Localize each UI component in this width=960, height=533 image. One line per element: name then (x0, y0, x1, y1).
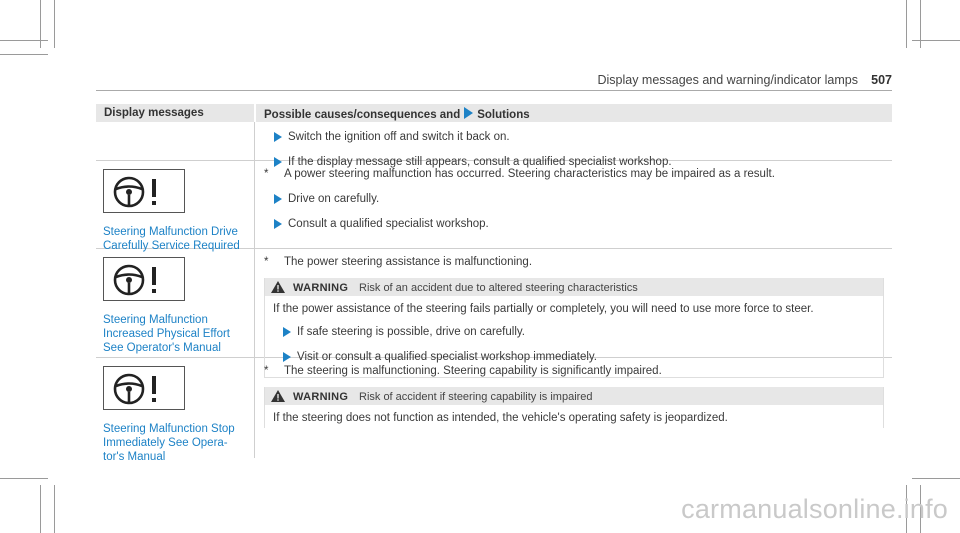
crop-mark (912, 40, 960, 41)
footnote-star: * (264, 168, 269, 180)
table-header: Display messages Possible causes/consequ… (96, 104, 892, 122)
symbol-box (103, 257, 185, 301)
crop-mark (920, 485, 921, 533)
action-text: Visit or consult a qualified specialist … (297, 351, 597, 363)
action-item: If the display message still appears, co… (264, 155, 884, 170)
footnote-star: * (264, 365, 269, 377)
action-text: Consult a qualified specialist workshop. (288, 218, 489, 230)
action-item: If safe steering is possible, drive on c… (273, 325, 875, 340)
causes-cell: * The steering is malfunctioning. Steerin… (264, 364, 884, 434)
crop-mark (912, 478, 960, 479)
crop-mark (40, 485, 41, 533)
header-separator (254, 104, 256, 122)
crop-mark (54, 485, 55, 533)
column-divider (254, 358, 255, 458)
message-line: Increased Physical Effort (103, 328, 230, 340)
cause-note: * The steering is malfunctioning. Steerin… (264, 364, 884, 379)
warning-box: WARNING Risk of an accident due to alter… (264, 278, 884, 378)
warning-body: If the steering does not function as int… (265, 405, 883, 428)
warning-body: If the power assistance of the steering … (265, 296, 883, 377)
warning-text: If the power assistance of the steering … (273, 303, 814, 315)
page-number: 507 (871, 73, 892, 87)
steering-wheel-warning-icon (113, 176, 156, 208)
message-cell: Steering Malfunction Drive Carefully Ser… (103, 169, 248, 253)
message-line: Immediately See Opera- (103, 437, 228, 449)
message-cell: Steering Malfunction Stop Immediately Se… (103, 366, 248, 464)
display-messages-table: Display messages Possible causes/consequ… (96, 104, 892, 463)
crop-mark (906, 0, 907, 48)
crop-mark (0, 40, 48, 41)
action-triangle-icon (274, 132, 282, 142)
action-text: Switch the ignition off and switch it ba… (288, 131, 510, 143)
warning-description: Risk of accident if steering capability … (359, 391, 593, 403)
action-item: Switch the ignition off and switch it ba… (264, 130, 884, 145)
col-heading-display-messages: Display messages (104, 107, 204, 119)
column-divider (254, 249, 255, 357)
action-triangle-icon (464, 107, 474, 119)
warning-description: Risk of an accident due to altered steer… (359, 282, 638, 294)
symbol-box (103, 366, 185, 410)
action-triangle-icon (274, 219, 282, 229)
column-divider (254, 122, 255, 160)
table-row: Steering Malfunction Drive Carefully Ser… (96, 161, 892, 252)
crop-mark (920, 0, 921, 48)
warning-triangle-icon (271, 390, 285, 402)
crop-mark (0, 478, 48, 479)
footnote-star: * (264, 256, 269, 268)
col-heading-causes-text: Possible causes/consequences and (264, 109, 461, 121)
action-triangle-icon (274, 157, 282, 167)
warning-box: WARNING Risk of accident if steering cap… (264, 387, 884, 428)
warning-bar: WARNING Risk of an accident due to alter… (265, 278, 883, 296)
crop-mark (40, 0, 41, 48)
table-row: Switch the ignition off and switch it ba… (96, 122, 892, 168)
display-message: Steering Malfunction Stop Immediately Se… (103, 422, 248, 464)
warning-triangle-icon (271, 281, 285, 293)
header-rule (96, 90, 892, 91)
action-item: Drive on carefully. (264, 192, 884, 207)
cause-text: A power steering malfunction has occurre… (284, 168, 775, 180)
warning-text: If the steering does not function as int… (273, 412, 728, 424)
message-line: See Operator's Manual (103, 342, 221, 354)
table-row: Steering Malfunction Increased Physical … (96, 249, 892, 378)
crop-mark (54, 0, 55, 48)
action-text: Drive on carefully. (288, 193, 380, 205)
warning-title: WARNING (293, 391, 349, 403)
section-title: Display messages and warning/indicator l… (597, 73, 858, 87)
message-line: Steering Malfunction Stop (103, 423, 235, 435)
watermark: carmanualsonline.info (681, 494, 948, 524)
cause-note: * A power steering malfunction has occurr… (264, 167, 884, 182)
warning-title: WARNING (293, 282, 349, 294)
page-header: Display messages and warning/indicator l… (590, 73, 892, 91)
action-item: Visit or consult a qualified specialist … (273, 350, 875, 365)
action-triangle-icon (274, 194, 282, 204)
cause-text: The power steering assistance is malfunc… (284, 256, 533, 268)
action-text: If the display message still appears, co… (288, 156, 672, 168)
column-divider (254, 161, 255, 248)
steering-wheel-warning-icon (113, 373, 156, 405)
action-triangle-icon (283, 327, 291, 337)
causes-cell: Switch the ignition off and switch it ba… (264, 130, 884, 180)
crop-mark (906, 485, 907, 533)
cause-text: The steering is malfunctioning. Steering… (284, 365, 662, 377)
message-line: Steering Malfunction (103, 314, 208, 326)
table-row: Steering Malfunction Stop Immediately Se… (96, 358, 892, 463)
message-cell: Steering Malfunction Increased Physical … (103, 257, 248, 355)
warning-bar: WARNING Risk of accident if steering cap… (265, 387, 883, 405)
symbol-box (103, 169, 185, 213)
cause-note: * The power steering assistance is malfun… (264, 255, 884, 270)
causes-cell: * The power steering assistance is malfun… (264, 255, 884, 384)
steering-wheel-warning-icon (113, 264, 156, 296)
action-triangle-icon (283, 352, 291, 362)
col-heading-causes: Possible causes/consequences and Solution… (264, 107, 530, 121)
action-text: If safe steering is possible, drive on c… (297, 326, 525, 338)
causes-cell: * A power steering malfunction has occurr… (264, 167, 884, 242)
action-item: Consult a qualified specialist workshop. (264, 217, 884, 232)
display-message: Steering Malfunction Drive Carefully Ser… (103, 226, 240, 252)
message-line: tor's Manual (103, 451, 166, 463)
display-message: Steering Malfunction Increased Physical … (103, 313, 248, 355)
col-heading-solutions: Solutions (477, 109, 530, 121)
crop-mark (0, 54, 48, 55)
